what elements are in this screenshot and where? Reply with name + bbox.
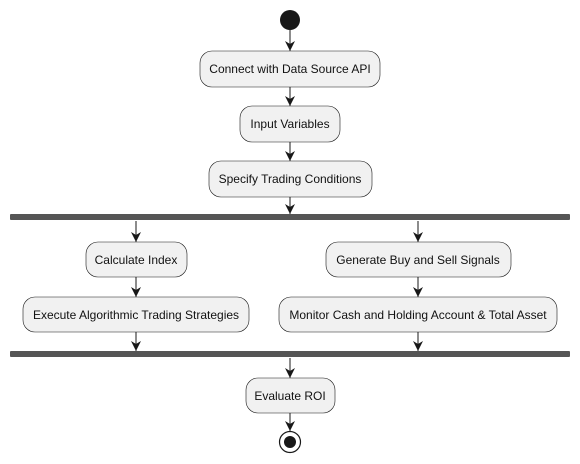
- join-bar: [10, 351, 570, 357]
- activity-monitor-accounts-label: Monitor Cash and Holding Account & Total…: [289, 308, 547, 322]
- activity-specify-conditions: Specify Trading Conditions: [208, 160, 373, 198]
- activity-evaluate-roi-label: Evaluate ROI: [254, 389, 325, 403]
- activity-generate-signals: Generate Buy and Sell Signals: [325, 241, 512, 278]
- activity-connect-label: Connect with Data Source API: [209, 62, 370, 76]
- activity-evaluate-roi: Evaluate ROI: [245, 377, 336, 414]
- activity-execute-strategies-label: Execute Algorithmic Trading Strategies: [33, 308, 239, 322]
- activity-monitor-accounts: Monitor Cash and Holding Account & Total…: [278, 296, 558, 333]
- start-node: [280, 10, 300, 30]
- activity-connect: Connect with Data Source API: [199, 50, 381, 88]
- edges: [131, 30, 423, 431]
- activity-input-variables-label: Input Variables: [250, 117, 329, 131]
- activity-specify-conditions-label: Specify Trading Conditions: [219, 172, 362, 186]
- activity-calculate-index: Calculate Index: [85, 241, 188, 278]
- activity-generate-signals-label: Generate Buy and Sell Signals: [336, 253, 499, 267]
- activity-execute-strategies: Execute Algorithmic Trading Strategies: [22, 296, 250, 333]
- activity-calculate-index-label: Calculate Index: [95, 253, 178, 267]
- fork-bar: [10, 214, 570, 220]
- end-node: [278, 430, 302, 454]
- activity-input-variables: Input Variables: [239, 105, 341, 143]
